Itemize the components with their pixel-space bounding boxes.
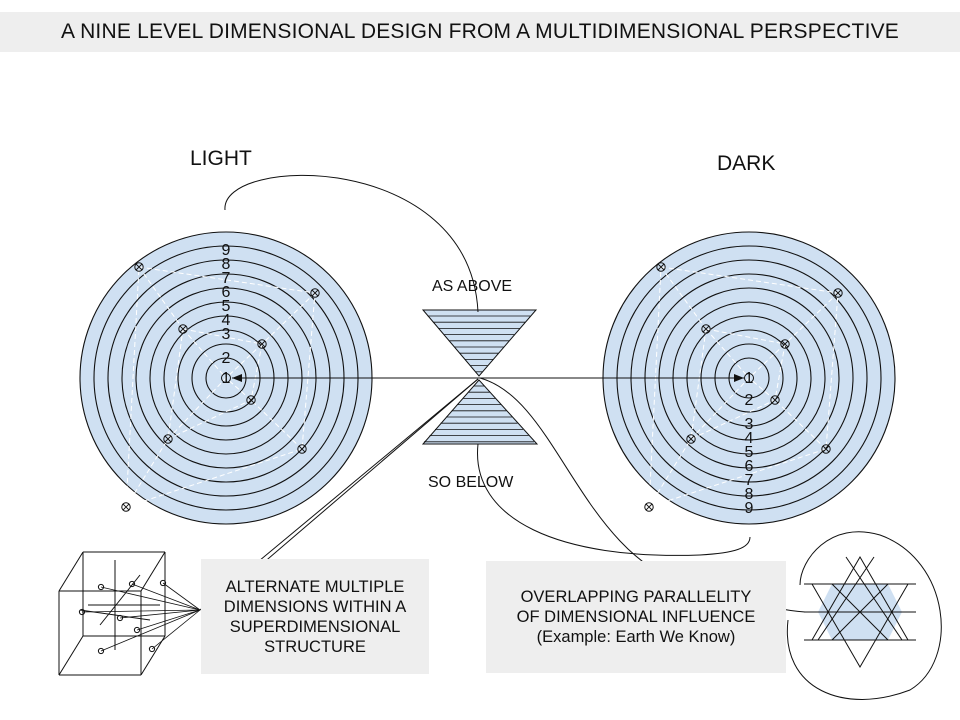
caption-alternate-dimensions: ALTERNATE MULTIPLE DIMENSIONS WITHIN A S… [201, 559, 429, 674]
light-level-number: 5 [222, 298, 231, 315]
dark-level-number: 8 [745, 486, 754, 503]
circled-x-icon [781, 340, 789, 348]
cube-point [148, 645, 156, 653]
cube-point [128, 580, 136, 588]
light-to-as-above-curve [224, 174, 479, 313]
cube-ray [119, 609, 201, 619]
hourglass-icon [421, 309, 539, 445]
circled-x-icon [687, 435, 695, 443]
light-level-number: 4 [222, 312, 231, 329]
dark-level-number: 3 [745, 416, 754, 433]
circled-x-icon [297, 444, 307, 454]
cube-edge [140, 635, 166, 676]
circled-x-icon [833, 288, 843, 298]
circled-x-icon [257, 339, 267, 349]
light-level-number: 1 [222, 370, 231, 387]
circled-x-icon [686, 434, 696, 444]
circled-x-icon [121, 502, 131, 512]
dark-level-number: 5 [745, 444, 754, 461]
circled-x-icon [645, 503, 653, 511]
light-label: LIGHT [190, 147, 252, 170]
dark-white-connector [690, 328, 786, 440]
circled-x-icon [822, 445, 830, 453]
hexagram-grid-line [845, 556, 903, 641]
dark-label: DARK [717, 152, 775, 175]
circled-x-icon [135, 263, 143, 271]
circled-x-icon [178, 324, 188, 334]
light-level-number: 8 [222, 256, 231, 273]
circled-x-icon [179, 325, 187, 333]
cube-point [133, 626, 141, 634]
cube-ray [81, 609, 201, 613]
cube-edge [58, 551, 84, 592]
circled-x-icon [310, 288, 320, 298]
caption-overlapping-parallelity: OVERLAPPING PARALLELITY OF DIMENSIONAL I… [486, 561, 786, 673]
cube-point [97, 583, 105, 591]
light-level-number: 3 [222, 326, 231, 343]
cube-ray [162, 582, 201, 611]
light-level-number: 9 [222, 242, 231, 259]
circled-x-icon [311, 289, 319, 297]
cube-ray [100, 586, 201, 611]
circled-x-icon [644, 502, 654, 512]
arrow-head-light [232, 374, 242, 382]
circled-x-icon [246, 395, 256, 405]
arrow-head-dark [734, 374, 744, 382]
light-center-node [221, 373, 231, 383]
circled-x-icon [298, 445, 306, 453]
circled-x-icon [122, 503, 130, 511]
cube-ray [131, 583, 201, 611]
circled-x-icon [821, 444, 831, 454]
light-level-number: 2 [222, 350, 231, 367]
circled-x-icon [701, 324, 711, 334]
dark-level-number: 4 [745, 430, 754, 447]
dark-level-number: 9 [745, 500, 754, 517]
circled-x-icon [834, 289, 842, 297]
light-white-connector [167, 328, 263, 440]
circled-x-icon [163, 434, 173, 444]
title-bar: A NINE LEVEL DIMENSIONAL DESIGN FROM A M… [0, 12, 960, 52]
circled-x-icon [702, 325, 710, 333]
hourglass-bottom [421, 379, 539, 445]
circled-x-icon [780, 339, 790, 349]
cube-edge [140, 551, 166, 592]
dark-white-connector [648, 266, 839, 508]
hexagram-icon [804, 556, 916, 668]
dark-level-number: 6 [745, 458, 754, 475]
cube-point [159, 579, 167, 587]
circled-x-icon [247, 396, 255, 404]
as-above-label: AS ABOVE [432, 278, 512, 295]
circled-x-icon [656, 262, 666, 272]
dark-level-number: 2 [745, 392, 754, 409]
circled-x-icon [657, 263, 665, 271]
cube-ray [151, 609, 201, 650]
cube-point [97, 647, 105, 655]
hexagram-grid-line [831, 583, 889, 641]
dark-level-number: 1 [745, 370, 754, 387]
so-below-to-dark-curve [477, 443, 751, 556]
light-white-connector [125, 266, 316, 508]
circled-x-icon [134, 262, 144, 272]
dark-level-number: 7 [745, 472, 754, 489]
page-title: A NINE LEVEL DIMENSIONAL DESIGN FROM A M… [60, 20, 900, 43]
light-level-number: 6 [222, 284, 231, 301]
cube-ray [136, 609, 201, 631]
cube-icon [58, 378, 479, 676]
circled-x-icon [770, 395, 780, 405]
circled-x-icon [164, 435, 172, 443]
circled-x-icon [258, 340, 266, 348]
cube-edge [58, 635, 84, 676]
hourglass-top [421, 309, 538, 377]
so-below-label: SO BELOW [428, 474, 514, 491]
dark-white-connector [648, 266, 839, 508]
light-level-number: 7 [222, 270, 231, 287]
cube-inner-line [99, 574, 141, 626]
hexagram-loop [786, 531, 942, 700]
dark-center-node [744, 373, 754, 383]
cube-ray [100, 609, 201, 652]
hexagram-grid-line [817, 556, 875, 641]
circled-x-icon [771, 396, 779, 404]
